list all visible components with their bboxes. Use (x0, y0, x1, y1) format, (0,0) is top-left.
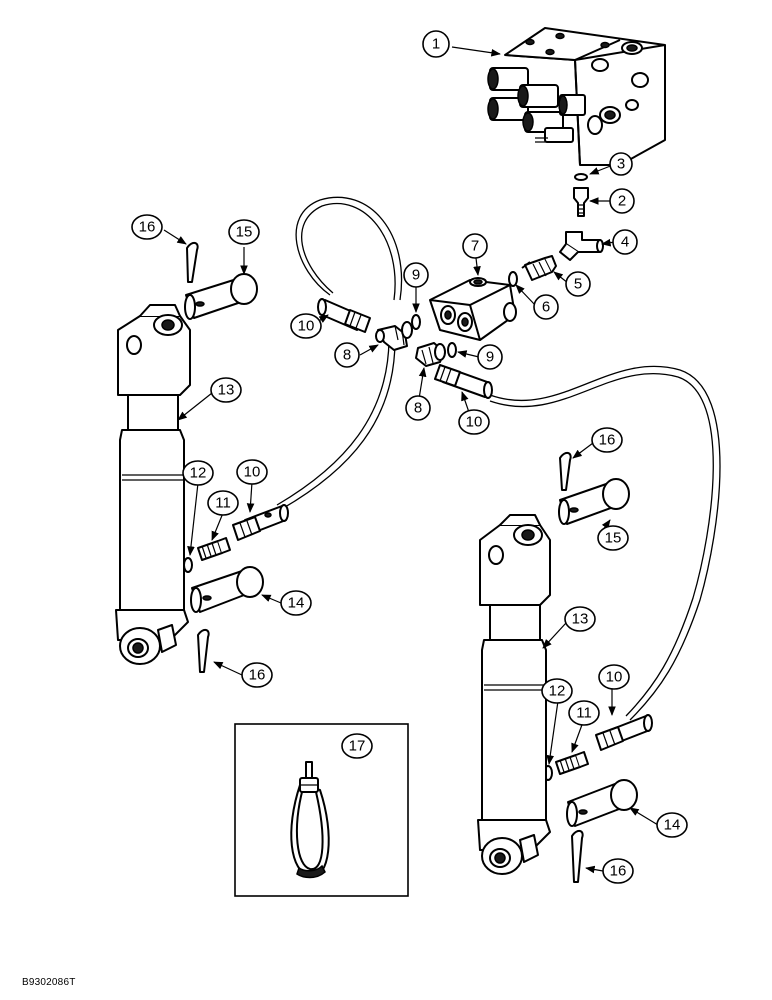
svg-text:8: 8 (414, 400, 422, 417)
callout-11-left: 11 (207, 490, 239, 516)
svg-text:13: 13 (218, 382, 235, 399)
hose-left-down-inner (276, 339, 390, 506)
callout-8-lower: 8 (405, 395, 431, 421)
pin-15-lower (558, 478, 630, 525)
callout-10-right: 10 (598, 664, 630, 690)
svg-text:9: 9 (412, 267, 420, 284)
hose-end-10-upper (317, 298, 371, 333)
svg-text:15: 15 (236, 224, 253, 241)
cotter-pin-16-c (197, 629, 210, 673)
hose-end-10-lower (434, 364, 493, 399)
svg-text:10: 10 (606, 669, 623, 686)
elbow-fitting-8-lower (415, 342, 446, 367)
adapter-2 (573, 187, 589, 217)
svg-text:16: 16 (139, 219, 156, 236)
callout-7: 7 (462, 233, 488, 259)
o-ring-9-lower (447, 342, 457, 358)
svg-text:5: 5 (574, 276, 582, 293)
svg-text:15: 15 (605, 530, 622, 547)
callout-16-lower-left: 16 (241, 662, 273, 688)
callout-13-left: 13 (210, 377, 242, 403)
callout-2: 2 (609, 188, 635, 214)
o-ring-12-left (183, 557, 193, 573)
adapter-5 (521, 255, 557, 281)
callout-12-left: 12 (182, 460, 214, 486)
callout-9-lower: 9 (477, 344, 503, 370)
cotter-pin-16-a (186, 242, 199, 283)
callout-5: 5 (565, 271, 591, 297)
hydraulic-cylinder-13-right (477, 514, 551, 875)
o-ring-9-upper (411, 314, 421, 330)
hose-right-loop-inner (489, 372, 714, 717)
callout-10-left: 10 (236, 459, 268, 485)
svg-text:4: 4 (621, 234, 629, 251)
callout-17: 17 (341, 733, 373, 759)
callout-6: 6 (533, 294, 559, 320)
callout-9-upper: 9 (403, 262, 429, 288)
tee-block-7 (429, 277, 517, 341)
svg-text:13: 13 (572, 611, 589, 628)
callout-1: 1 (422, 30, 450, 58)
callout-12-right: 12 (541, 678, 573, 704)
hose-right-loop (489, 365, 721, 721)
callout-11-right: 11 (568, 700, 600, 726)
figure-code-label: B9302086T (22, 977, 76, 988)
callout-15-lower: 15 (597, 525, 629, 551)
svg-text:12: 12 (549, 683, 566, 700)
callout-14-right: 14 (656, 812, 688, 838)
svg-text:10: 10 (244, 464, 261, 481)
svg-text:14: 14 (288, 595, 305, 612)
callout-16-upper-left: 16 (131, 214, 163, 240)
svg-text:11: 11 (215, 495, 231, 512)
svg-text:10: 10 (298, 318, 315, 335)
svg-text:3: 3 (617, 156, 625, 173)
svg-text:11: 11 (576, 705, 592, 722)
svg-text:17: 17 (349, 738, 366, 755)
svg-text:10: 10 (466, 414, 483, 431)
callout-16-lower-right: 16 (602, 858, 634, 884)
o-ring-3 (574, 173, 588, 181)
svg-text:14: 14 (664, 817, 681, 834)
svg-text:16: 16 (610, 863, 627, 880)
callout-16-upper-right: 16 (591, 427, 623, 453)
callout-4: 4 (612, 229, 638, 255)
callout-3: 3 (609, 152, 633, 176)
hose-clamp-17 (290, 761, 330, 879)
svg-text:8: 8 (343, 347, 351, 364)
adapter-11-right (555, 751, 589, 775)
svg-text:16: 16 (249, 667, 266, 684)
svg-text:1: 1 (432, 36, 440, 53)
svg-text:16: 16 (599, 432, 616, 449)
callout-10-upper: 10 (290, 313, 322, 339)
svg-text:9: 9 (486, 349, 494, 366)
o-ring-6 (508, 271, 518, 287)
hose-left-down (279, 339, 396, 511)
svg-text:12: 12 (190, 465, 207, 482)
cotter-pin-16-b (559, 452, 572, 491)
callout-15-upper: 15 (228, 219, 260, 245)
svg-text:2: 2 (618, 193, 626, 210)
callout-8-upper: 8 (334, 342, 360, 368)
callout-10-lower: 10 (458, 409, 490, 435)
pin-15-upper (184, 273, 258, 320)
hydraulic-hoses (276, 196, 721, 721)
hose-end-10-right-cylinder (595, 714, 653, 751)
hose-end-10-left-cylinder (232, 504, 289, 541)
cotter-pin-16-d (571, 830, 584, 883)
hydraulic-cylinder-13-left (115, 304, 191, 665)
elbow-fitting-4 (559, 231, 604, 261)
hose-upper-loop (295, 196, 403, 301)
control-valve-block (487, 27, 666, 166)
callout-14-left: 14 (280, 590, 312, 616)
adapter-11-left (197, 537, 231, 561)
callout-13-right: 13 (564, 606, 596, 632)
elbow-fitting-8-upper (375, 321, 413, 351)
pin-14-left (190, 566, 264, 613)
hose-upper-loop-inner (301, 203, 396, 301)
pin-14-right (566, 779, 638, 827)
svg-text:6: 6 (542, 299, 550, 316)
svg-text:7: 7 (471, 238, 479, 255)
